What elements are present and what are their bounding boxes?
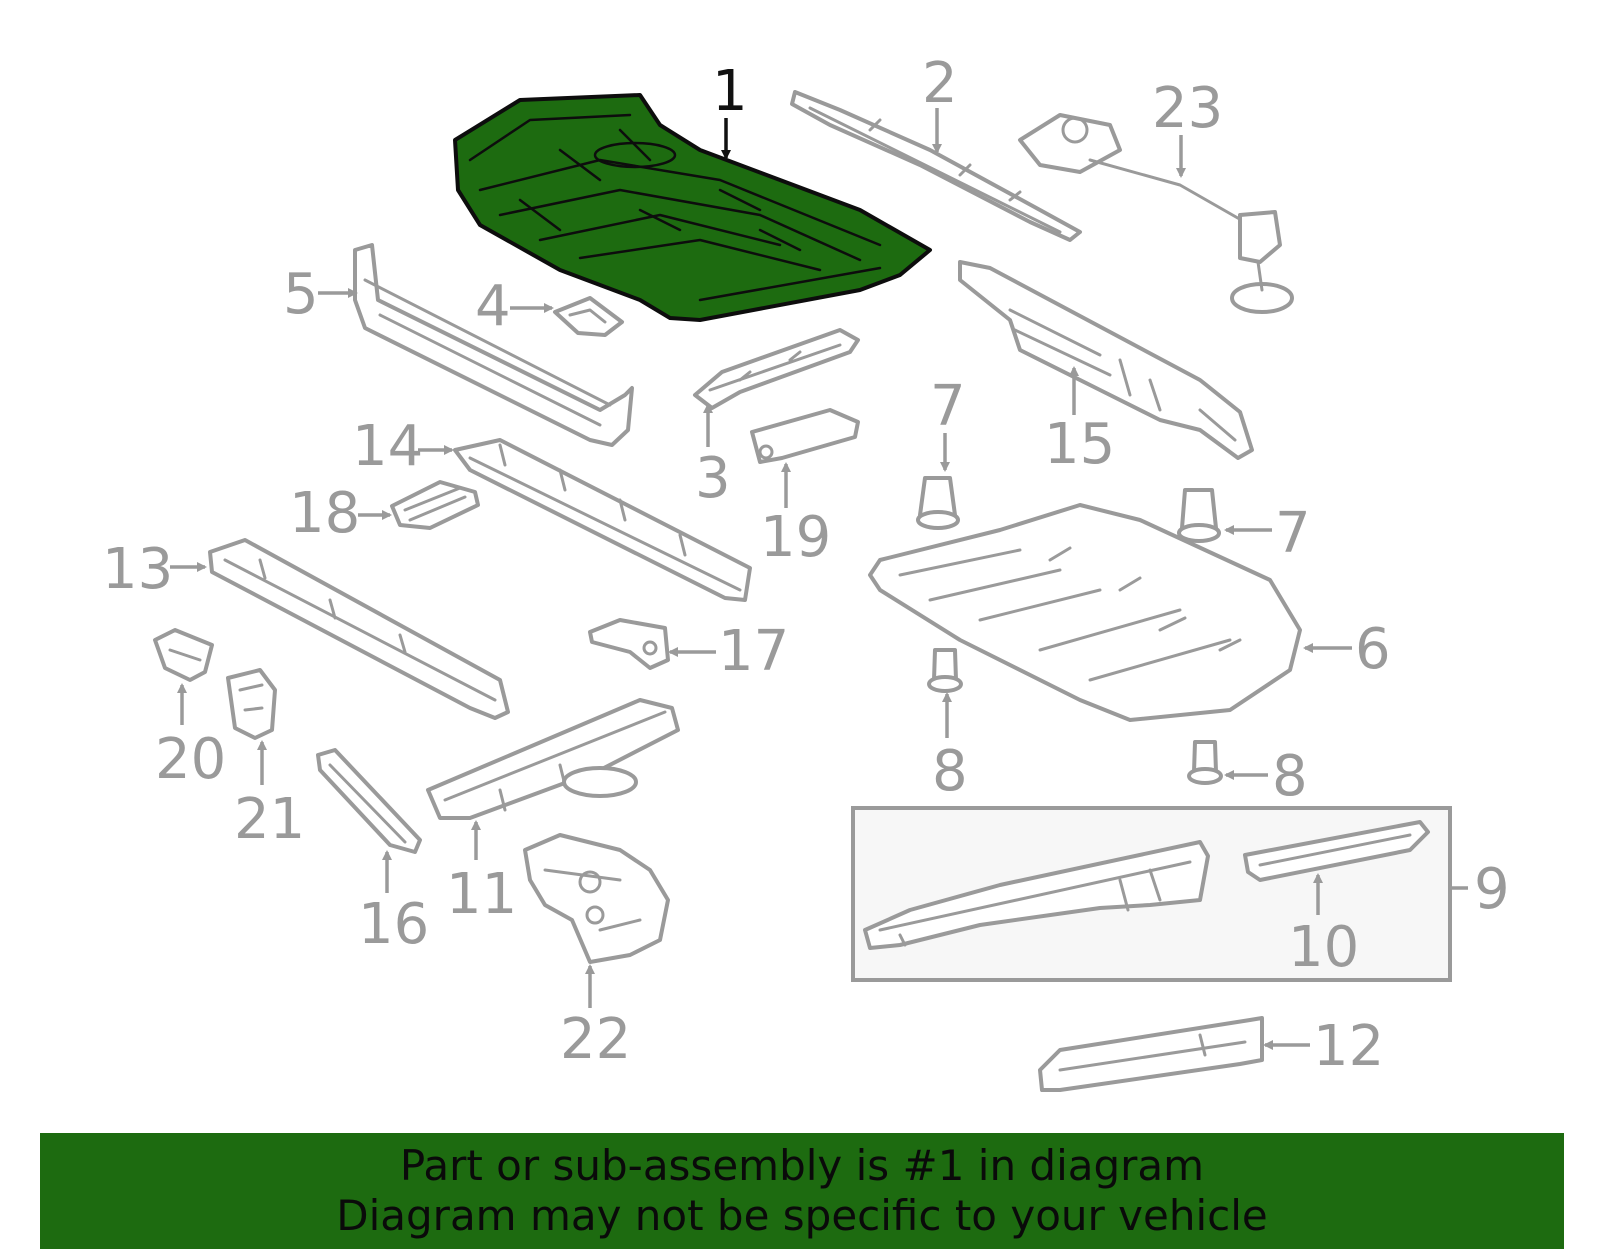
callout-10[interactable]: 10 <box>1288 915 1359 980</box>
callout-20[interactable]: 20 <box>155 727 226 792</box>
part-19-bracket[interactable] <box>750 408 860 464</box>
callout-labels: 1 2 23 5 4 3 15 19 14 7 18 7 13 6 17 20 … <box>102 51 1510 1079</box>
part-8-clip-right[interactable] <box>1187 740 1223 785</box>
part-7-clip-top[interactable] <box>916 476 960 530</box>
part-11-crossmember[interactable] <box>426 698 680 820</box>
callout-23[interactable]: 23 <box>1152 76 1223 141</box>
part-15-side-member[interactable] <box>958 260 1254 460</box>
part-20-bracket[interactable] <box>153 628 214 682</box>
banner-line-1: Part or sub-assembly is #1 in diagram <box>399 1141 1205 1190</box>
callout-16[interactable]: 16 <box>358 892 429 957</box>
callout-15[interactable]: 15 <box>1044 412 1115 477</box>
callout-2[interactable]: 2 <box>922 51 958 116</box>
banner-line-2: Diagram may not be specific to your vehi… <box>336 1191 1268 1240</box>
part-9-side-member[interactable] <box>863 840 1210 950</box>
callout-9[interactable]: 9 <box>1474 857 1510 922</box>
part-1-rear-floor-pan[interactable] <box>453 93 932 322</box>
callout-5[interactable]: 5 <box>283 262 319 327</box>
callout-8-left[interactable]: 8 <box>932 739 968 804</box>
part-3-crossmember[interactable] <box>693 328 860 410</box>
callout-11[interactable]: 11 <box>446 862 517 927</box>
callout-22[interactable]: 22 <box>560 1007 631 1072</box>
part-23-spare-tire-carrier[interactable] <box>1018 113 1294 314</box>
part-14-crossmember[interactable] <box>453 438 752 602</box>
callout-6[interactable]: 6 <box>1355 617 1391 682</box>
part-13-crossmember[interactable] <box>208 538 510 720</box>
callout-17[interactable]: 17 <box>718 619 789 684</box>
callout-13[interactable]: 13 <box>102 537 173 602</box>
callout-7-top[interactable]: 7 <box>930 374 966 439</box>
part-10-reinforcement[interactable] <box>1243 820 1430 882</box>
part-4-bracket[interactable] <box>553 296 624 337</box>
callout-18[interactable]: 18 <box>289 481 360 546</box>
part-7-clip-right[interactable] <box>1177 488 1221 543</box>
part-22-bracket[interactable] <box>523 833 670 964</box>
callout-21[interactable]: 21 <box>234 787 305 852</box>
callout-19[interactable]: 19 <box>760 505 831 570</box>
part-18-bracket[interactable] <box>390 480 480 530</box>
part-16-brace[interactable] <box>316 748 422 854</box>
callout-8-right[interactable]: 8 <box>1272 744 1308 809</box>
part-2-rail[interactable] <box>790 90 1082 242</box>
callout-1[interactable]: 1 <box>712 59 748 124</box>
part-5-side-rail[interactable] <box>353 243 634 447</box>
part-21-bracket[interactable] <box>226 668 277 740</box>
callout-12[interactable]: 12 <box>1313 1014 1384 1079</box>
info-banner: Part or sub-assembly is #1 in diagram Di… <box>40 1133 1564 1249</box>
callout-7-right[interactable]: 7 <box>1275 501 1311 566</box>
callout-14[interactable]: 14 <box>352 414 423 479</box>
part-8-clip-left[interactable] <box>927 648 963 693</box>
part-12-rail[interactable] <box>1038 1016 1264 1092</box>
callout-arrows <box>170 108 1468 1050</box>
part-6-under-cover[interactable] <box>868 503 1302 722</box>
callout-3[interactable]: 3 <box>695 446 731 511</box>
callout-4[interactable]: 4 <box>475 274 511 339</box>
part-17-bracket[interactable] <box>588 618 670 670</box>
